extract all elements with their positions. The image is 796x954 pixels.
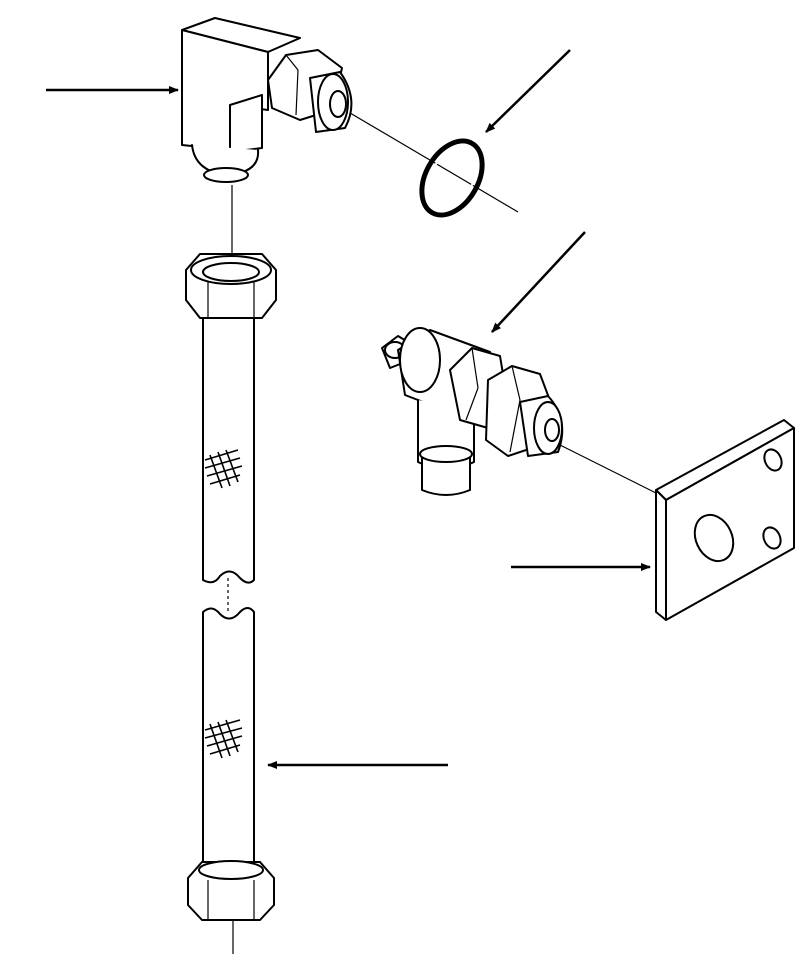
assembly-lines: [227, 109, 661, 954]
hose-marking-lower: [204, 719, 243, 759]
arrow-o-ring: [485, 49, 571, 133]
o-ring: [419, 138, 485, 218]
hose-marking-upper: [204, 449, 243, 489]
callout-arrows: [46, 49, 651, 769]
hose-lower: [187, 607, 275, 921]
hose-upper: [185, 253, 277, 584]
arrow-valve: [491, 231, 586, 333]
elbow-fitting: [181, 17, 353, 183]
mounting-plate: [655, 419, 795, 621]
valve-elbow: [381, 327, 564, 496]
